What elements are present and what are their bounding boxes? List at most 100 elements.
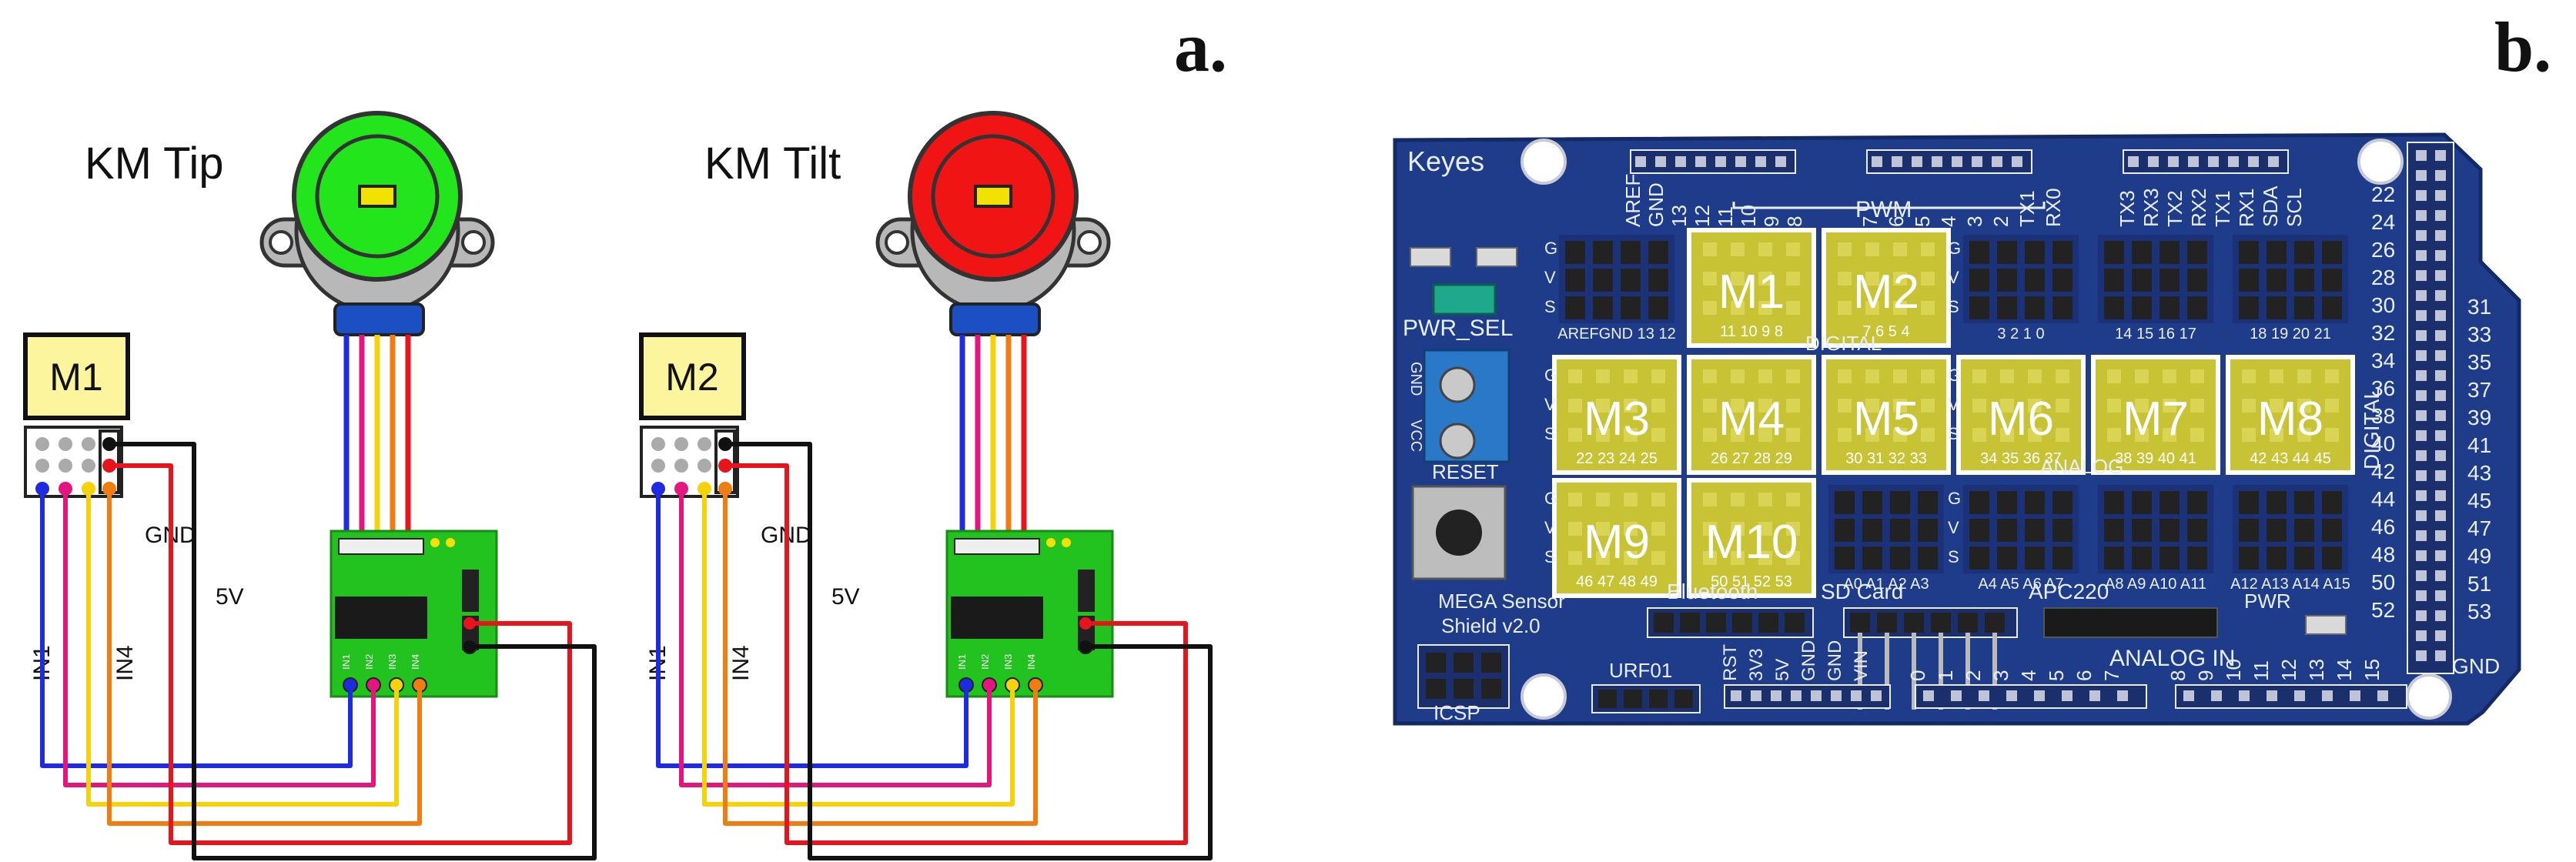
header-label: 6 xyxy=(1885,216,1908,227)
header-pin xyxy=(2435,250,2446,261)
analog-header-2 xyxy=(2175,684,2407,709)
header-pin xyxy=(2267,519,2287,542)
header-pin xyxy=(1565,269,1585,292)
analog-pin-label: 0 xyxy=(1906,670,1929,681)
in4-label: IN4 xyxy=(728,645,754,681)
side-header-frame xyxy=(2407,142,2454,674)
header-pin xyxy=(1598,690,1617,708)
brand-label: Keyes xyxy=(1407,145,1484,177)
pin-block: AREFGND 13 12 xyxy=(1557,235,1676,342)
module-pins: 42 43 44 45 xyxy=(2250,450,2331,467)
header-pin xyxy=(2350,690,2360,701)
header-pin xyxy=(2187,519,2207,542)
gvs-label: V xyxy=(1948,395,1959,414)
header-pin xyxy=(2089,690,2100,701)
header-pin xyxy=(2435,170,2446,181)
header-pin xyxy=(1596,493,1610,506)
reset-button-cap[interactable] xyxy=(1436,510,1482,556)
header-pin xyxy=(2294,546,2314,570)
header-pin xyxy=(2416,250,2427,261)
header-pin xyxy=(2056,369,2069,383)
header-pin xyxy=(1565,296,1585,319)
header-label: 8 xyxy=(1783,216,1806,227)
header-pin xyxy=(2132,546,2152,570)
header-pin xyxy=(2168,156,2179,167)
gvs-label: G xyxy=(1544,489,1557,508)
header-pin xyxy=(2294,519,2314,542)
analog-in-label: ANALOG IN xyxy=(2109,646,2235,671)
product-label: Shield v2.0 xyxy=(1441,614,1541,637)
header-pin xyxy=(2416,370,2427,381)
header-pin xyxy=(1871,690,1882,701)
header-pin xyxy=(2435,530,2446,541)
header-pin xyxy=(1648,296,1668,319)
header-pin xyxy=(1731,428,1745,442)
module-pins: 11 10 9 8 xyxy=(1720,323,1783,340)
header-pin xyxy=(1674,690,1693,708)
header-pin xyxy=(1997,546,2017,570)
header-pin xyxy=(2104,519,2124,542)
power-pin-label: 3V3 xyxy=(1746,648,1767,681)
gvs-label: V xyxy=(1544,395,1556,414)
header-label: 7 xyxy=(1858,216,1882,227)
header-pin xyxy=(1865,301,1879,315)
header-pin xyxy=(2435,470,2446,481)
header-pin xyxy=(1703,551,1717,565)
header-pin xyxy=(1651,493,1665,506)
pin-block: 3 2 1 0 xyxy=(1963,235,2079,342)
header-pin xyxy=(1758,613,1778,633)
pin-number: 50 xyxy=(2371,570,2395,594)
mounting-hole xyxy=(2357,139,2404,185)
header-pin xyxy=(2435,490,2446,501)
header-pin xyxy=(2056,428,2069,442)
header-pin xyxy=(2435,350,2446,361)
header-pin xyxy=(1786,522,1800,536)
header-pin xyxy=(1893,399,1907,413)
header-pin xyxy=(1892,156,1902,167)
header-pin xyxy=(2416,450,2427,461)
header-pin xyxy=(1568,493,1582,506)
header-pin xyxy=(1758,272,1772,286)
header-pin xyxy=(1651,369,1665,383)
pin-number: 48 xyxy=(2371,543,2395,566)
header-pin xyxy=(2322,519,2342,542)
header-pin xyxy=(1972,428,1986,442)
header-pin xyxy=(2267,491,2287,514)
header-pin xyxy=(1703,428,1717,442)
header-pin xyxy=(2128,156,2139,167)
pin-number: 39 xyxy=(2467,406,2491,429)
header-pin xyxy=(1426,679,1446,699)
header-pin xyxy=(1624,369,1638,383)
analog-pin-label: 6 xyxy=(2073,670,2096,681)
header-pin xyxy=(1568,428,1582,442)
driver-pin-label: IN4 xyxy=(410,654,421,670)
pin-number: 32 xyxy=(2371,321,2395,345)
header-pin xyxy=(2117,690,2128,701)
driver-pin-label: IN1 xyxy=(956,654,968,670)
header-connector xyxy=(640,426,739,498)
top-header-left xyxy=(1630,149,1796,174)
header-pin xyxy=(1703,522,1717,536)
header-pin xyxy=(2190,399,2204,413)
pin-number: 24 xyxy=(2371,210,2395,234)
header-pin xyxy=(1758,551,1772,565)
header-pin xyxy=(674,437,688,451)
header-pin xyxy=(1952,156,1962,167)
header-pin xyxy=(2028,369,2042,383)
pin-block-label: A12 A13 A14 A15 xyxy=(2230,576,2350,593)
gvs-label: G xyxy=(1544,239,1557,258)
header-pin xyxy=(2159,296,2180,319)
terminal-label: VCC xyxy=(1407,419,1424,452)
analog-label: ANALOG xyxy=(2040,455,2123,478)
header-pin xyxy=(1651,522,1665,536)
header-pin xyxy=(2435,590,2446,601)
header-pin xyxy=(1732,613,1752,633)
header-pin xyxy=(1865,428,1879,442)
header-pin xyxy=(2159,491,2180,514)
header-pin xyxy=(1969,296,1989,319)
header-strip-frame xyxy=(1866,149,2032,174)
